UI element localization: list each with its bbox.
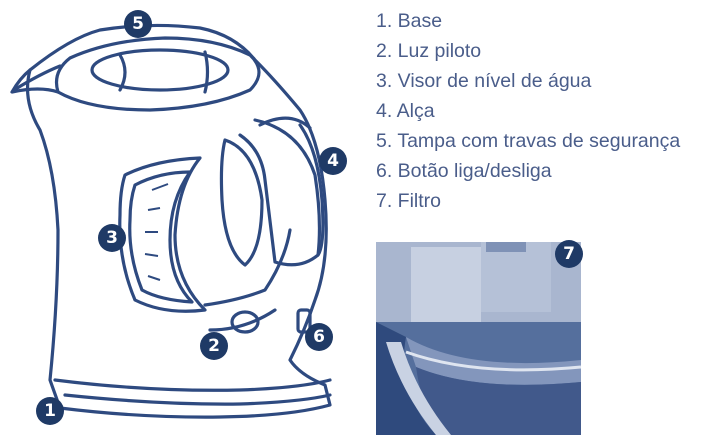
kettle-spout bbox=[10, 68, 60, 94]
legend-item-base: 1. Base bbox=[376, 10, 443, 32]
legend-item-lid: 5. Tampa com travas de segurança bbox=[376, 130, 681, 152]
water-level-window bbox=[118, 156, 207, 313]
callout-5: 5 bbox=[124, 10, 152, 38]
legend-item-water-level: 3. Visor de nível de água bbox=[376, 70, 592, 92]
legend-item-handle: 4. Alça bbox=[376, 100, 435, 122]
callout-2: 2 bbox=[200, 332, 228, 360]
filter-photo bbox=[376, 242, 581, 435]
legend-list: 1. Base 2. Luz piloto 3. Visor de nível … bbox=[376, 6, 680, 216]
pilot-light bbox=[230, 310, 260, 334]
callout-4: 4 bbox=[319, 147, 347, 175]
legend-item-filter: 7. Filtro bbox=[376, 190, 442, 212]
kettle-lid bbox=[54, 36, 261, 112]
callout-3: 3 bbox=[98, 224, 126, 252]
kettle-body-outline bbox=[25, 23, 332, 419]
power-switch bbox=[296, 308, 312, 334]
legend-item-pilot-light: 2. Luz piloto bbox=[376, 40, 482, 62]
kettle-base bbox=[53, 378, 332, 392]
callout-1: 1 bbox=[36, 397, 64, 425]
kettle-handle bbox=[238, 118, 322, 267]
callout-7: 7 bbox=[555, 240, 583, 268]
lid-opening bbox=[90, 48, 230, 92]
legend-item-power-switch: 6. Botão liga/desliga bbox=[376, 160, 552, 182]
callout-6: 6 bbox=[305, 323, 333, 351]
